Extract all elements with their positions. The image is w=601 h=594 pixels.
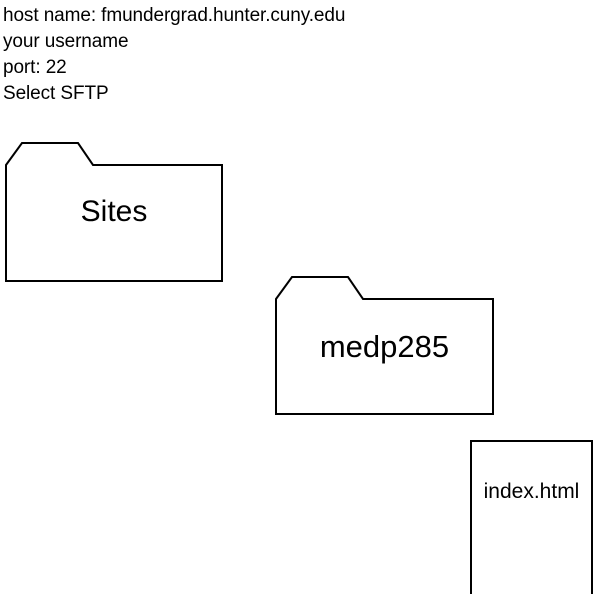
sites-folder-shape[interactable]	[5, 142, 223, 282]
sites-folder-label: Sites	[80, 195, 148, 228]
indexhtml-file-shape[interactable]	[470, 440, 593, 594]
instruction-line-host-name: host name: fmundergrad.hunter.cuny.edu	[3, 5, 346, 26]
connection-instructions: host name: fmundergrad.hunter.cuny.edu y…	[3, 3, 563, 107]
instruction-line-port: port: 22	[3, 57, 67, 78]
medp285-folder-label: medp285	[319, 329, 450, 364]
medp285-folder-shape[interactable]	[275, 276, 494, 415]
instruction-line-username: your username	[3, 31, 129, 52]
instruction-line-protocol: Select SFTP	[3, 83, 109, 104]
indexhtml-file-label: index.html	[483, 480, 580, 503]
